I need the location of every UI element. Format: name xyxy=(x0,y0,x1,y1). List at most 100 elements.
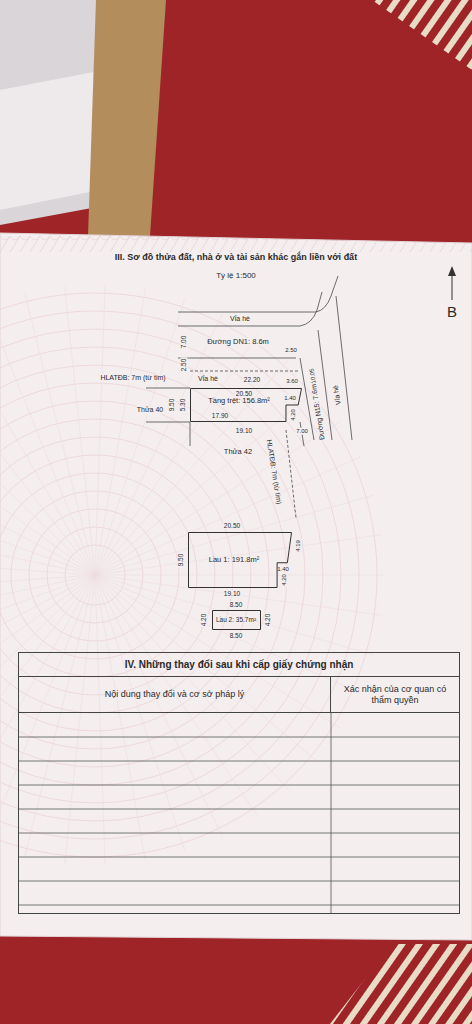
dimension-label: 8.50 xyxy=(229,632,244,639)
guilloche-ray xyxy=(95,359,289,575)
guilloche-ray xyxy=(95,421,341,575)
border-band xyxy=(40,236,50,252)
dimension-label: 4.20 xyxy=(281,573,288,587)
guilloche-ray xyxy=(95,575,374,655)
dimension-label: 1.40 xyxy=(283,395,297,402)
border-band xyxy=(400,236,410,252)
guilloche-ray xyxy=(95,299,185,575)
table-grid xyxy=(19,713,459,913)
guilloche-ray xyxy=(0,515,95,575)
changes-table: Nội dung thay đổi và cơ sở pháp lýXác nh… xyxy=(18,652,460,914)
north-letter: B xyxy=(446,304,458,321)
floor-plan-ground: Tầng trệt: 156.8m² xyxy=(190,388,302,422)
header-text: Xác nhận của cơ quan có thẩm quyền xyxy=(335,684,455,705)
border-band xyxy=(20,236,30,252)
border-band xyxy=(200,236,210,252)
dimension-label: 9.50 xyxy=(177,553,184,568)
border-band xyxy=(470,236,472,252)
border-band xyxy=(160,236,170,252)
dimension-label: Thửa 42 xyxy=(223,448,253,456)
guilloche-ray xyxy=(0,575,95,674)
guilloche-ray xyxy=(0,575,95,776)
guilloche-ray xyxy=(95,575,385,576)
striped-cloth xyxy=(372,0,472,70)
border-band xyxy=(390,236,400,252)
guilloche-ray xyxy=(0,575,95,635)
guilloche-ray xyxy=(95,575,222,836)
border-band xyxy=(430,236,440,252)
border-band xyxy=(360,236,370,252)
north-arrowhead xyxy=(448,266,456,276)
border-band xyxy=(310,236,320,252)
border-band xyxy=(120,236,130,252)
dimension-label: Vỉa hè xyxy=(197,375,219,383)
border-band xyxy=(50,236,60,252)
border-band xyxy=(450,236,460,252)
dimension-label: 17.90 xyxy=(211,412,229,419)
north-arrow xyxy=(452,272,453,300)
border-band xyxy=(250,236,260,252)
guilloche-ray xyxy=(0,324,95,575)
dimension-label: 7.00 xyxy=(180,335,187,350)
guilloche-pattern xyxy=(0,236,472,865)
border-band xyxy=(210,236,220,252)
border-band xyxy=(150,236,160,252)
certificate-paper xyxy=(0,233,472,940)
road-lines xyxy=(146,276,352,518)
dimension-label: 3.60 xyxy=(285,378,299,385)
border-band xyxy=(110,236,120,252)
guilloche-ray xyxy=(95,495,374,575)
border-band xyxy=(90,236,100,252)
dimension-label: Đường DN1: 8.6m xyxy=(206,338,270,346)
border-band xyxy=(170,236,180,252)
parcel-border xyxy=(212,611,260,630)
dimension-label: 4.20 xyxy=(290,408,297,422)
guilloche-ray xyxy=(0,575,95,711)
dimension-label: 19.10 xyxy=(223,590,241,597)
parcel-border xyxy=(191,389,302,422)
border-band xyxy=(380,236,390,252)
dimension-label: 4.20 xyxy=(264,613,271,628)
border-band xyxy=(100,236,110,252)
border-band xyxy=(420,236,430,252)
dimension-label: 4.19 xyxy=(295,539,302,553)
border-band xyxy=(230,236,240,252)
dimension-label: 2.50 xyxy=(180,358,187,373)
cardboard-strip xyxy=(88,0,166,236)
border-band xyxy=(60,236,70,252)
border-band xyxy=(180,236,190,252)
dimension-label: 22.20 xyxy=(243,376,261,383)
area-label: Tầng trệt: 156.8m² xyxy=(208,397,270,406)
striped-cloth xyxy=(330,944,472,1024)
border-band xyxy=(370,236,380,252)
table-header-cell: Xác nhận của cơ quan có thẩm quyền xyxy=(331,677,459,713)
guilloche-ray xyxy=(95,285,105,575)
guilloche-ray xyxy=(95,535,382,575)
guilloche-ray xyxy=(25,294,95,575)
border-band xyxy=(410,236,420,252)
guilloche-ray xyxy=(95,575,105,865)
guilloche-ray xyxy=(95,575,289,791)
border-band xyxy=(140,236,150,252)
guilloche-ray xyxy=(0,346,95,575)
guilloche-ray xyxy=(0,575,95,595)
dimension-label: Vỉa hè xyxy=(229,315,251,323)
guilloche-ray xyxy=(95,575,257,815)
dimension-label: 20.50 xyxy=(223,522,241,529)
parcel-border xyxy=(189,533,292,588)
floor-plan-level: Lầu 1: 191.8m² xyxy=(188,532,292,588)
border-band xyxy=(260,236,270,252)
guilloche-ray xyxy=(65,575,95,863)
dimension-label: 7.00 xyxy=(295,428,309,435)
border-band xyxy=(240,236,250,252)
border-band xyxy=(290,236,300,252)
guilloche-ray xyxy=(0,374,95,575)
floor-plan-level: Lầu 2: 35.7m² xyxy=(212,610,261,630)
border-band xyxy=(190,236,200,252)
dimension-label: 1.40 xyxy=(276,566,290,573)
dimension-label: 19.10 xyxy=(235,427,253,434)
dimension-label: 8.50 xyxy=(229,601,244,608)
border-band xyxy=(340,236,350,252)
guilloche-ray xyxy=(95,389,317,575)
